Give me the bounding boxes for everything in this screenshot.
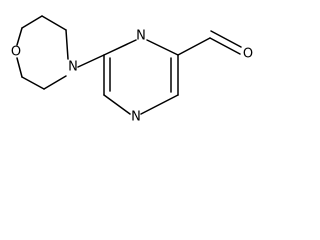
bond <box>41 15 67 31</box>
bond <box>103 39 137 56</box>
bond <box>16 57 23 78</box>
pyrimidine-n-bottom-label: N <box>131 110 141 125</box>
ring-nitrogen-label: N <box>68 60 78 75</box>
bond <box>16 27 23 46</box>
chemical-structure-diagram: O N N N O <box>11 15 253 125</box>
bond <box>210 30 242 48</box>
bond <box>21 15 43 29</box>
bond <box>21 76 45 90</box>
bond <box>177 37 211 56</box>
bond <box>77 54 105 68</box>
aldehyde-group <box>177 30 242 56</box>
aldehyde-oxygen-label: O <box>243 47 253 62</box>
bond <box>43 75 67 90</box>
pyrimidine-ring <box>103 39 179 115</box>
bond <box>146 39 179 56</box>
ring-oxygen-label: O <box>11 45 21 60</box>
bond <box>209 37 241 55</box>
morpholine-ring <box>16 15 69 90</box>
bond <box>103 94 131 115</box>
bond <box>65 29 69 60</box>
pyrimidine-n-top-label: N <box>136 29 146 44</box>
bond <box>140 94 179 115</box>
